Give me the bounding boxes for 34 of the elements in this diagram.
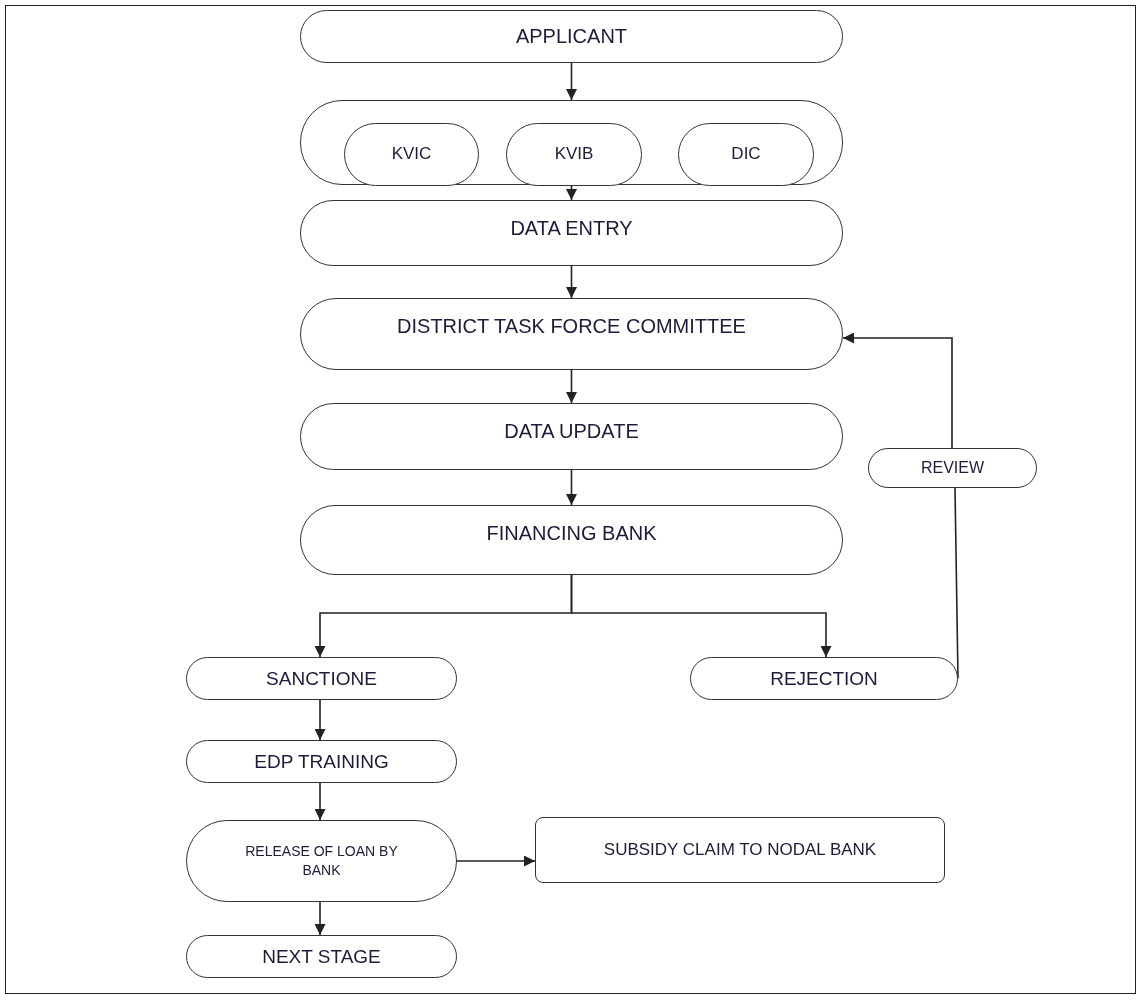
arrow xyxy=(456,855,536,867)
arrow xyxy=(314,699,326,741)
rounded-box xyxy=(678,123,814,186)
rounded-box xyxy=(868,448,1037,488)
rounded-box xyxy=(186,657,457,700)
node-label: DATA UPDATE xyxy=(504,419,639,444)
node-label: RELEASE OF LOAN BY BANK xyxy=(244,842,399,880)
node-label: SUBSIDY CLAIM TO NODAL BANK xyxy=(603,838,877,861)
rounded-box xyxy=(186,935,457,978)
rounded-box xyxy=(690,657,958,700)
arrow xyxy=(566,62,577,101)
rounded-box xyxy=(300,10,843,63)
arrow xyxy=(842,332,953,449)
arrow xyxy=(566,265,577,299)
node-label: DISTRICT TASK FORCE COMMITTEE xyxy=(397,314,746,339)
node-label: KVIB xyxy=(554,143,594,166)
process-box xyxy=(535,817,945,883)
arrow xyxy=(570,574,832,658)
node-label: EDP TRAINING xyxy=(254,749,389,774)
arrow xyxy=(314,782,326,821)
rounded-box xyxy=(186,740,457,783)
node-label: KVIC xyxy=(391,143,432,166)
node-label: APPLICANT xyxy=(515,24,628,49)
arrow xyxy=(566,369,577,404)
node-label: REVIEW xyxy=(920,458,985,479)
node-label: DIC xyxy=(731,143,761,166)
node-label: SANCTIONE xyxy=(266,666,377,691)
arrow xyxy=(314,901,326,936)
node-label: REJECTION xyxy=(770,666,878,691)
node-label: FINANCING BANK xyxy=(486,521,657,546)
arrow xyxy=(566,469,577,506)
arrow xyxy=(566,184,577,201)
node-label: DATA ENTRY xyxy=(510,216,633,241)
node-label: NEXT STAGE xyxy=(262,944,381,969)
